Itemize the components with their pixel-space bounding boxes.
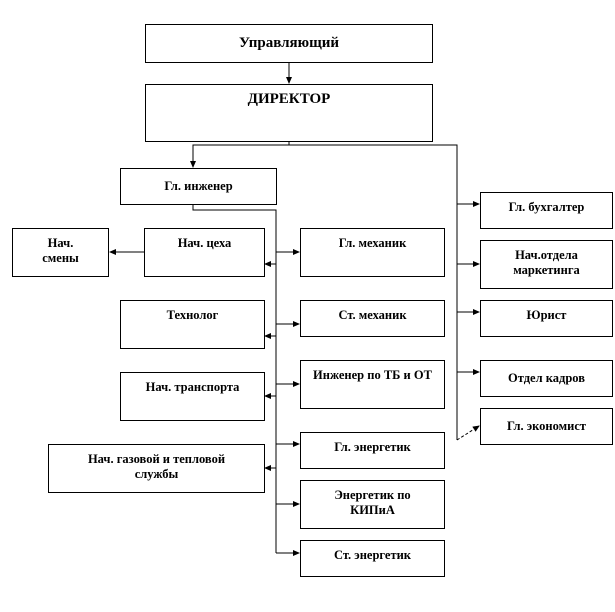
node-director: ДИРЕКТОР [145,84,433,142]
node-label: Отдел кадров [508,371,585,385]
node-label: ДИРЕКТОР [247,91,331,107]
node-shop-head: Нач. цеха [144,228,265,277]
node-manager: Управляющий [145,24,433,63]
node-marketing-head: Нач.отдела маркетинга [480,240,613,289]
node-label: Нач. цеха [177,236,232,250]
node-label: Нач. смены [42,236,79,265]
node-safety-engineer: Инженер по ТБ и ОТ [300,360,445,409]
node-label: Гл. бухгалтер [508,200,585,214]
node-label: Гл. экономист [506,419,587,433]
node-chief-accountant: Гл. бухгалтер [480,192,613,229]
node-senior-mechanic: Ст. механик [300,300,445,337]
node-technologist: Технолог [120,300,265,349]
node-kipia-power-engineer: Энергетик по КИПиА [300,480,445,529]
line-director-right-trunk [288,141,458,440]
node-label: Энергетик по КИПиА [334,488,411,517]
node-label: Нач. газовой и тепловой службы [87,452,226,481]
node-chief-engineer: Гл. инженер [120,168,277,205]
node-label: Технолог [166,308,219,322]
node-label: Инженер по ТБ и ОТ [313,368,432,382]
node-label: Нач. транспорта [145,380,240,394]
line-chief-engineer-trunk [192,204,277,553]
node-label: Гл. механик [338,236,407,250]
node-label: Управляющий [238,35,340,51]
node-chief-power-engineer: Гл. энергетик [300,432,445,469]
node-chief-mechanic: Гл. механик [300,228,445,277]
node-transport-head: Нач. транспорта [120,372,265,421]
node-chief-economist: Гл. экономист [480,408,613,445]
node-lawyer: Юрист [480,300,613,337]
node-label: Нач.отдела маркетинга [513,248,580,277]
node-label: Ст. энергетик [333,548,412,562]
node-label: Ст. механик [338,308,407,322]
node-label: Юрист [526,308,567,322]
node-gas-heat-head: Нач. газовой и тепловой службы [48,444,265,493]
node-shift-head: Нач. смены [12,228,109,277]
node-hr-department: Отдел кадров [480,360,613,397]
node-label: Гл. инженер [164,179,233,193]
node-label: Гл. энергетик [334,440,411,454]
arrow-director-chief-engineer [190,144,289,168]
node-senior-power-engineer: Ст. энергетик [300,540,445,577]
